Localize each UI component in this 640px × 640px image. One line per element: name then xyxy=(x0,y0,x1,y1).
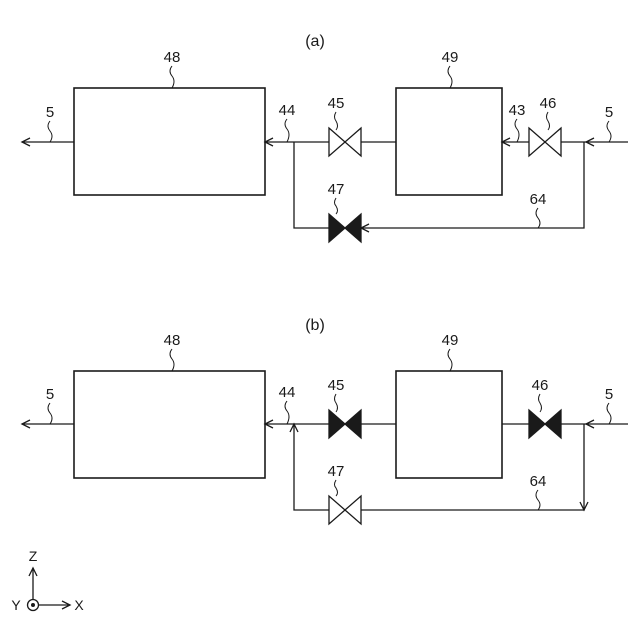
leader-49 xyxy=(448,349,452,371)
valve-46-icon xyxy=(529,410,561,438)
label-5-left: 5 xyxy=(46,386,54,403)
label-49: 49 xyxy=(442,332,459,349)
leader-45 xyxy=(335,112,338,130)
y-axis-dot-icon xyxy=(31,603,35,607)
leader-47 xyxy=(335,480,338,496)
label-47: 47 xyxy=(328,181,345,198)
label-46: 46 xyxy=(532,377,549,394)
label-47: 47 xyxy=(328,463,345,480)
label-48: 48 xyxy=(164,332,181,349)
leader-5-right xyxy=(607,403,611,424)
unit-48-box xyxy=(74,371,265,478)
label-43: 43 xyxy=(509,102,526,119)
valve-47-icon xyxy=(329,214,361,242)
leader-64 xyxy=(536,490,540,510)
leader-46 xyxy=(539,394,542,412)
unit-49-box xyxy=(396,88,502,195)
valve-45-icon xyxy=(329,410,361,438)
label-5-right: 5 xyxy=(605,104,613,121)
leader-47 xyxy=(335,198,338,214)
leader-45 xyxy=(335,394,338,412)
label-45: 45 xyxy=(328,377,345,394)
label-5-right: 5 xyxy=(605,386,613,403)
leader-64 xyxy=(536,208,540,228)
label-46: 46 xyxy=(540,95,557,112)
unit-49-box xyxy=(396,371,502,478)
axis-label-x: X xyxy=(74,597,84,613)
label-45: 45 xyxy=(328,95,345,112)
label-44: 44 xyxy=(279,102,296,119)
label-5-left: 5 xyxy=(46,104,54,121)
axis-label-y: Y xyxy=(11,597,21,613)
label-44: 44 xyxy=(279,384,296,401)
leader-5-right xyxy=(607,121,611,142)
label-64: 64 xyxy=(530,191,547,208)
leader-5-left xyxy=(48,403,52,424)
valve-47-icon xyxy=(329,496,361,524)
valve-45-icon xyxy=(329,128,361,156)
panel-b-label: (b) xyxy=(305,317,325,334)
panel-a-label: (a) xyxy=(305,33,325,50)
panel-a: (a) 48 49 5 44 xyxy=(22,33,628,242)
axis-label-z: Z xyxy=(29,548,38,564)
leader-44 xyxy=(285,401,289,424)
label-48: 48 xyxy=(164,49,181,66)
leader-48 xyxy=(170,349,174,371)
leader-43 xyxy=(515,119,519,142)
valve-46-icon xyxy=(529,128,561,156)
leader-48 xyxy=(170,66,174,88)
unit-48-box xyxy=(74,88,265,195)
leader-5-left xyxy=(48,121,52,142)
leader-49 xyxy=(448,66,452,88)
leader-46 xyxy=(547,112,550,130)
label-64: 64 xyxy=(530,473,547,490)
panel-b: (b) 48 49 5 44 4 xyxy=(22,317,628,524)
axes-indicator: Z Y X xyxy=(11,548,84,613)
label-49: 49 xyxy=(442,49,459,66)
leader-44 xyxy=(285,119,289,142)
